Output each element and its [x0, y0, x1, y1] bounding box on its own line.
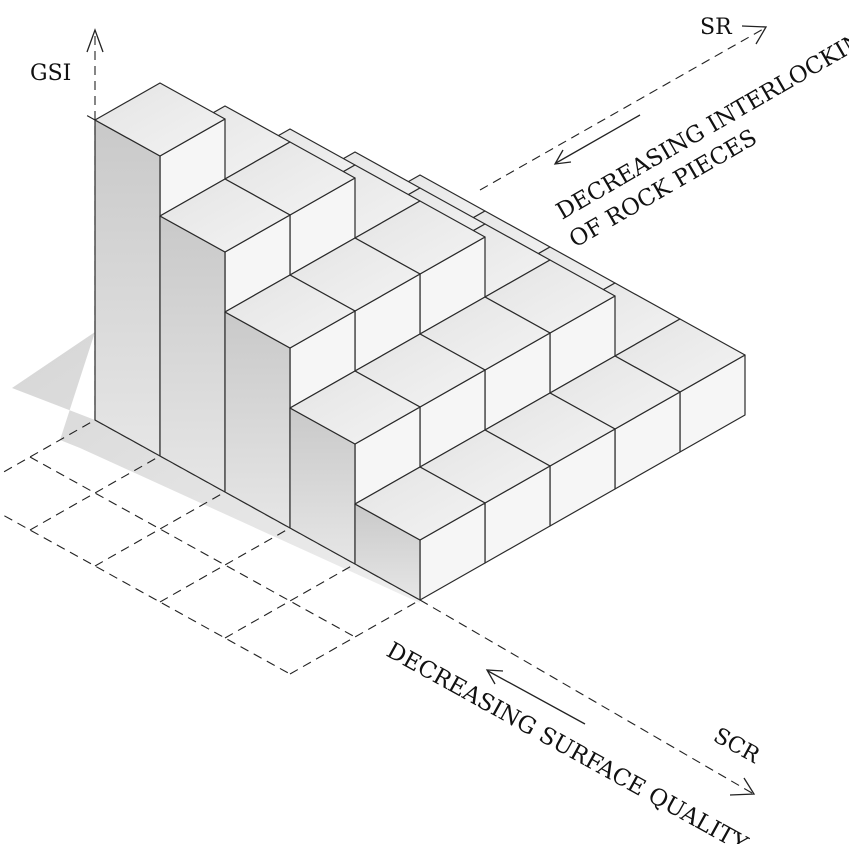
block-side-face [224, 311, 291, 529]
sr-note-line1: DECREASING INTERLOCKING [552, 18, 849, 225]
block-top-face [159, 178, 291, 253]
base-grid-line [159, 527, 291, 603]
scr-axis-label: SCR [709, 723, 765, 769]
block-top-face [94, 82, 226, 157]
block-top-face [289, 370, 421, 445]
base-grid-line [81, 112, 96, 121]
base-grid-line [0, 512, 291, 675]
sr-axis-label: SR [700, 15, 733, 40]
base-grid-line [29, 455, 161, 531]
block-side-face [159, 215, 226, 493]
base-grid-line [224, 563, 356, 639]
sr-axis [479, 25, 768, 191]
block-side-face [94, 119, 161, 457]
block-top-face [354, 466, 486, 541]
scr-axis [419, 599, 756, 796]
sr-decreasing-arrow [553, 114, 641, 165]
base-grid-line [0, 419, 96, 475]
base-grid-line [29, 456, 356, 638]
scr-note: DECREASING SURFACE QUALITY [382, 638, 752, 844]
rock-blocks [94, 82, 746, 601]
base-grid-line [94, 491, 226, 567]
gsi-axis-label: GSI [30, 61, 71, 86]
scr-decreasing-arrow [485, 669, 586, 725]
base-grid-line [289, 599, 421, 675]
block-top-face [224, 274, 356, 349]
